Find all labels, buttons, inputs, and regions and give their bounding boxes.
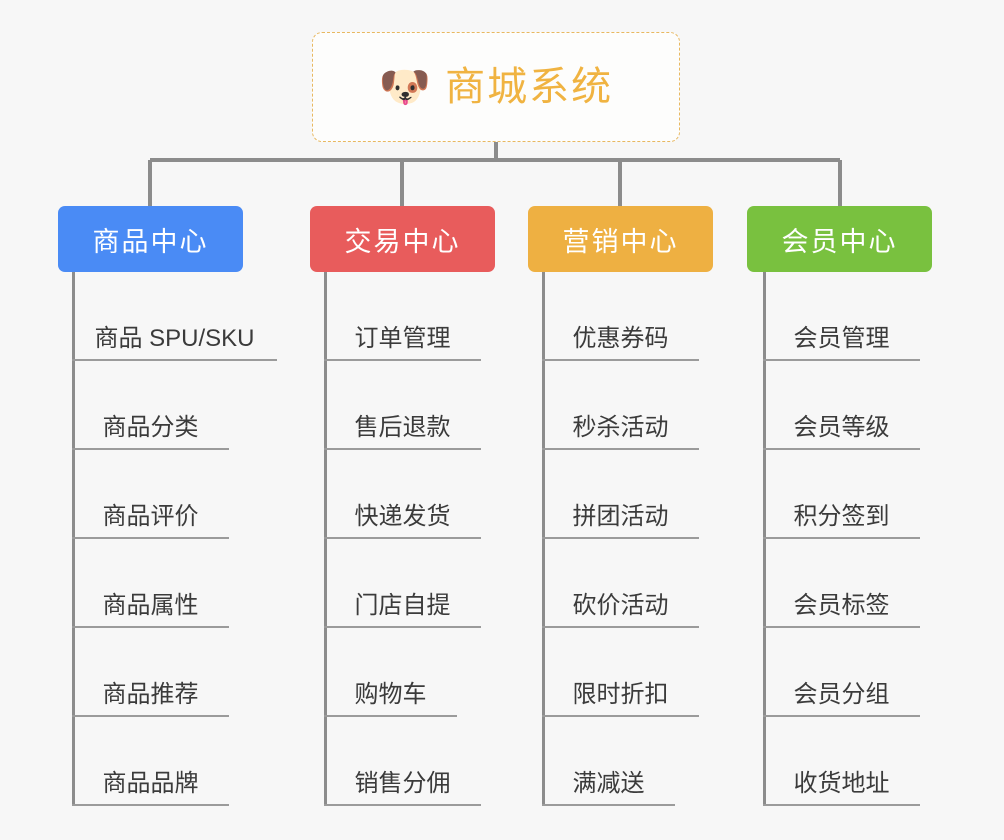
leaf-label: 商品品牌 <box>102 770 199 797</box>
leaf-label: 会员标签 <box>793 592 890 619</box>
leaf-rule <box>72 359 277 361</box>
leaf-item[interactable]: 门店自提 <box>324 539 481 628</box>
leaf-item[interactable]: 会员标签 <box>763 539 920 628</box>
leaf-item[interactable]: 商品 SPU/SKU <box>72 272 277 361</box>
leaf-item[interactable]: 秒杀活动 <box>542 361 699 450</box>
leaf-label: 商品属性 <box>102 592 199 619</box>
leaf-rule <box>324 537 481 539</box>
leaf-rule <box>324 359 481 361</box>
leaf-item[interactable]: 商品推荐 <box>72 628 229 717</box>
leaf-item[interactable]: 购物车 <box>324 628 457 717</box>
leaf-rule <box>542 359 699 361</box>
leaf-label: 优惠券码 <box>572 325 669 352</box>
leaf-rule <box>72 448 229 450</box>
leaf-label: 会员管理 <box>793 325 890 352</box>
category-box-1[interactable]: 商品中心 <box>58 206 243 272</box>
leaf-rule <box>763 804 920 806</box>
leaf-label: 秒杀活动 <box>572 414 669 441</box>
category-label-1: 商品中心 <box>92 226 209 257</box>
branch-spine-4 <box>763 272 766 806</box>
leaf-label: 积分签到 <box>793 503 890 530</box>
leaf-item[interactable]: 砍价活动 <box>542 539 699 628</box>
leaf-label: 商品评价 <box>102 503 199 530</box>
category-box-2[interactable]: 交易中心 <box>310 206 495 272</box>
leaf-label: 销售分佣 <box>354 770 451 797</box>
leaf-rule <box>324 626 481 628</box>
leaf-item[interactable]: 商品评价 <box>72 450 229 539</box>
leaf-item[interactable]: 商品属性 <box>72 539 229 628</box>
dog-face-icon: 🐶 <box>378 63 432 110</box>
leaf-rule <box>72 537 229 539</box>
leaf-rule <box>542 715 699 717</box>
leaf-rule <box>763 448 920 450</box>
leaf-rule <box>542 804 675 806</box>
leaf-item[interactable]: 商品分类 <box>72 361 229 450</box>
leaf-label: 售后退款 <box>354 414 451 441</box>
leaf-rule <box>763 626 920 628</box>
leaf-rule <box>763 715 920 717</box>
root-title: 商城系统 <box>445 65 614 109</box>
leaf-label: 收货地址 <box>793 770 890 797</box>
leaf-item[interactable]: 积分签到 <box>763 450 920 539</box>
branch-spine-2 <box>324 272 327 806</box>
leaf-item[interactable]: 会员等级 <box>763 361 920 450</box>
category-label-4: 会员中心 <box>781 226 898 257</box>
leaf-label: 门店自提 <box>354 592 451 619</box>
leaf-rule <box>542 626 699 628</box>
leaf-label: 购物车 <box>354 681 427 708</box>
leaf-item[interactable]: 限时折扣 <box>542 628 699 717</box>
branch-spine-1 <box>72 272 75 806</box>
branch-spine-3 <box>542 272 545 806</box>
category-label-3: 营销中心 <box>562 226 679 257</box>
leaf-label: 会员等级 <box>793 414 890 441</box>
leaf-item[interactable]: 销售分佣 <box>324 717 481 806</box>
leaf-rule <box>324 448 481 450</box>
leaf-rule <box>72 626 229 628</box>
leaf-label: 拼团活动 <box>572 503 669 530</box>
leaf-rule <box>542 537 699 539</box>
leaf-rule <box>72 804 229 806</box>
category-box-4[interactable]: 会员中心 <box>747 206 932 272</box>
leaf-label: 砍价活动 <box>572 592 669 619</box>
leaf-item[interactable]: 收货地址 <box>763 717 920 806</box>
leaf-item[interactable]: 快递发货 <box>324 450 481 539</box>
leaf-label: 商品推荐 <box>102 681 199 708</box>
leaf-item[interactable]: 优惠券码 <box>542 272 699 361</box>
leaf-item[interactable]: 满减送 <box>542 717 675 806</box>
leaf-item[interactable]: 会员分组 <box>763 628 920 717</box>
leaf-label: 商品 SPU/SKU <box>94 325 255 352</box>
leaf-label: 会员分组 <box>793 681 890 708</box>
category-label-2: 交易中心 <box>344 226 461 257</box>
leaf-label: 快递发货 <box>354 503 451 530</box>
root-node[interactable]: 🐶 商城系统 <box>312 32 680 142</box>
leaf-item[interactable]: 商品品牌 <box>72 717 229 806</box>
leaf-rule <box>324 804 481 806</box>
leaf-label: 限时折扣 <box>572 681 669 708</box>
leaf-label: 商品分类 <box>102 414 199 441</box>
leaf-label: 满减送 <box>572 770 645 797</box>
leaf-item[interactable]: 拼团活动 <box>542 450 699 539</box>
leaf-item[interactable]: 售后退款 <box>324 361 481 450</box>
category-box-3[interactable]: 营销中心 <box>528 206 713 272</box>
leaf-rule <box>72 715 229 717</box>
leaf-rule <box>763 537 920 539</box>
leaf-rule <box>763 359 920 361</box>
leaf-item[interactable]: 订单管理 <box>324 272 481 361</box>
leaf-rule <box>324 715 457 717</box>
leaf-rule <box>542 448 699 450</box>
leaf-label: 订单管理 <box>354 325 451 352</box>
leaf-item[interactable]: 会员管理 <box>763 272 920 361</box>
